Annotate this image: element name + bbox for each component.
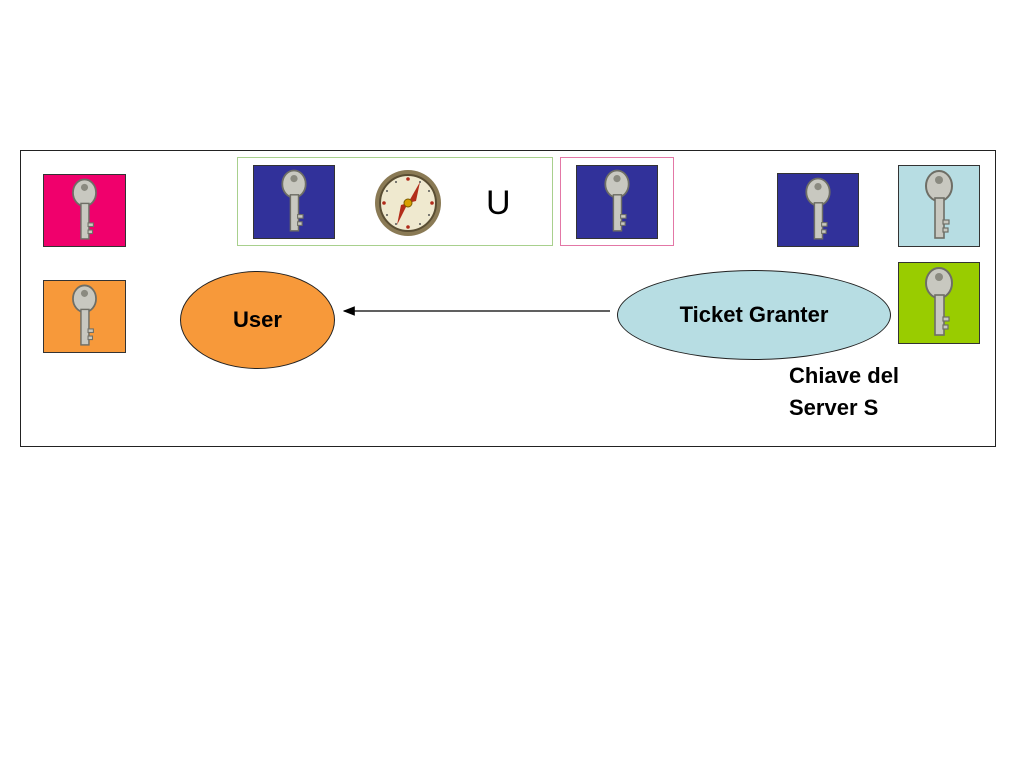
user-node: User <box>180 271 335 369</box>
server-key-caption: Chiave del Server S <box>789 363 900 420</box>
tg-key-icon <box>898 165 980 247</box>
ticket-box <box>237 157 553 246</box>
ticket-user-label: U <box>486 184 511 222</box>
session-key-copy-icon <box>576 165 658 239</box>
server-key-icon <box>898 262 980 344</box>
user-key-icon <box>43 174 126 247</box>
user-key-icon-2 <box>43 280 126 353</box>
session-key-icon <box>253 165 335 239</box>
session-key-box <box>560 157 674 246</box>
diagram-frame <box>20 150 996 447</box>
tg-session-key-icon <box>777 173 859 247</box>
ticket-granter-node: Ticket Granter <box>617 270 891 360</box>
clock-icon <box>372 166 444 240</box>
